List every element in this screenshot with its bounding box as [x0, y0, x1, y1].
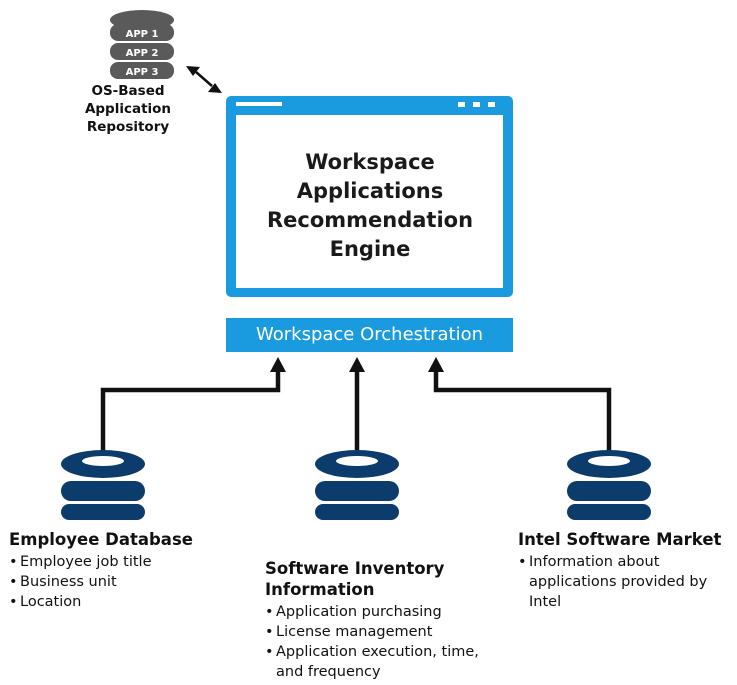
- double-headed-arrow-icon: [186, 66, 222, 93]
- list-item: Application execution, time, and frequen…: [265, 642, 495, 682]
- repo-app-label: APP 2: [126, 48, 159, 59]
- source-title-line: Software Inventory: [265, 559, 445, 578]
- source-item-list: Application purchasing License managemen…: [265, 602, 495, 682]
- engine-title-line: Recommendation: [266, 208, 474, 232]
- source-title-line: Information: [265, 580, 375, 599]
- engine-title-line: Applications: [296, 179, 444, 203]
- database-icon: [61, 450, 145, 520]
- connector-employee-db: [100, 370, 281, 452]
- repository-caption-line: Application: [84, 101, 172, 117]
- source-title-line: Employee Database: [9, 530, 193, 549]
- window-title-bar-line: [236, 102, 282, 106]
- repo-disk-2: [110, 43, 174, 60]
- source-title: Employee Database: [9, 529, 244, 550]
- source-title-line: Intel Software Market: [518, 530, 722, 549]
- list-item: Employee job title: [9, 552, 244, 572]
- list-item: Business unit: [9, 572, 244, 592]
- repo-app-label: APP 3: [126, 67, 159, 78]
- repo-disk-3: [110, 62, 174, 79]
- engine-title: Workspace Applications Recommendation En…: [232, 148, 508, 264]
- orchestration-bar: Workspace Orchestration: [226, 318, 513, 352]
- source-software-inventory: Software Inventory Information Applicati…: [265, 558, 495, 682]
- source-title: Software Inventory Information: [265, 558, 495, 600]
- database-icon: [315, 450, 399, 520]
- engine-window: [226, 96, 513, 297]
- arrowhead-employee-db: [270, 357, 286, 372]
- engine-title-line: Engine: [329, 237, 411, 261]
- window-control-dots-icon: [458, 102, 495, 107]
- source-item-list: Employee job title Business unit Locatio…: [9, 552, 244, 612]
- arrowhead-software-inventory: [349, 357, 365, 372]
- connector-software-market: [433, 370, 612, 452]
- list-item: Location: [9, 592, 244, 612]
- repo-disk-1: [110, 24, 174, 41]
- source-title: Intel Software Market: [518, 529, 737, 550]
- engine-title-line: Workspace: [305, 150, 435, 174]
- connector-arrowheads: [270, 357, 444, 372]
- repository-caption: OS-Based Application Repository: [68, 82, 188, 136]
- database-icon: [567, 450, 651, 520]
- source-intel-software-market: Intel Software Market Information about …: [518, 529, 737, 612]
- app-repository-icon: APP 1 APP 2 APP 3: [110, 10, 174, 79]
- arrowhead-software-market: [428, 357, 444, 372]
- list-item: License management: [265, 622, 495, 642]
- repository-caption-line: Repository: [86, 119, 170, 135]
- repository-caption-line: OS-Based: [91, 83, 165, 99]
- source-item-list: Information about applications provided …: [518, 552, 737, 612]
- source-employee-database: Employee Database Employee job title Bus…: [9, 529, 244, 612]
- list-item: Information about applications provided …: [518, 552, 737, 612]
- connectors: [100, 370, 612, 452]
- repo-app-label: APP 1: [126, 29, 159, 40]
- list-item: Application purchasing: [265, 602, 495, 622]
